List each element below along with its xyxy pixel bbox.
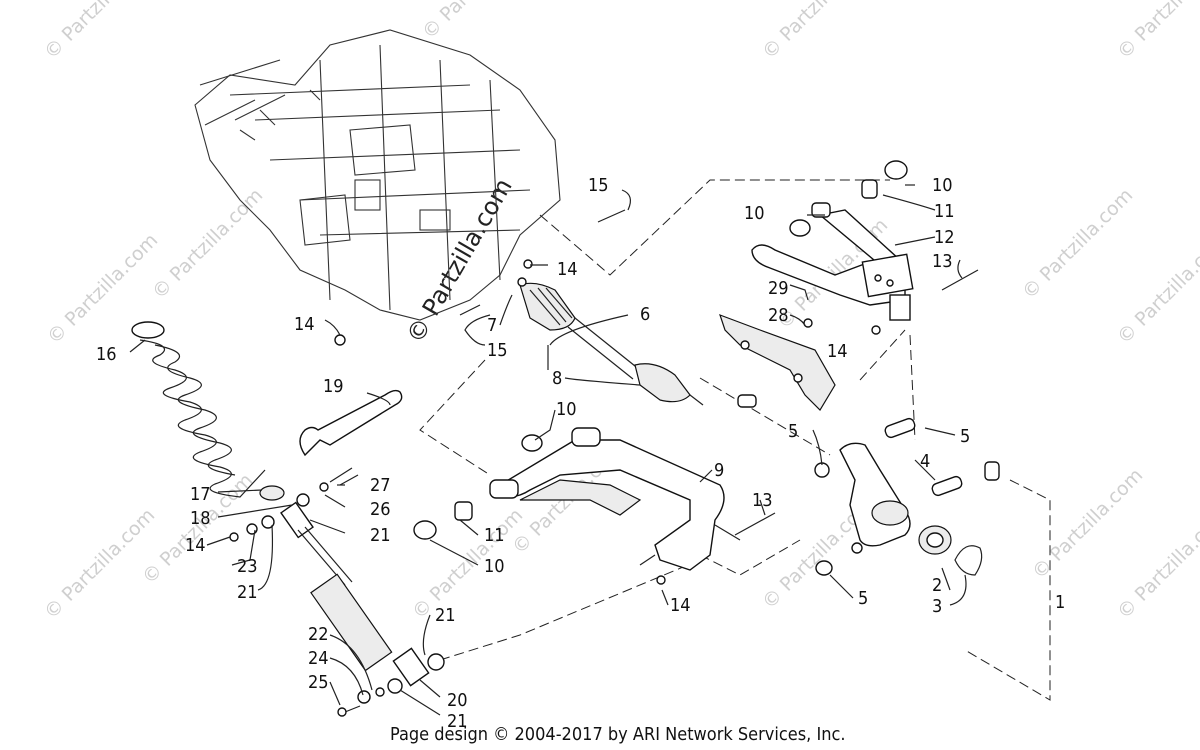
callout-25: 25 — [308, 672, 329, 693]
watermark-text: © Partzilla.com — [1113, 229, 1200, 348]
callout-18: 18 — [190, 508, 211, 529]
watermark-text: © Partzilla.com — [148, 184, 267, 303]
callout-28: 28 — [768, 305, 789, 326]
callout-24: 24 — [308, 648, 329, 669]
callout-10-center: 10 — [556, 399, 577, 420]
callout-21-upper: 21 — [370, 525, 391, 546]
callout-6: 6 — [640, 304, 650, 325]
callout-27: 27 — [370, 475, 391, 496]
callout-21-bottom: 21 — [447, 711, 468, 732]
callout-16: 16 — [96, 344, 117, 365]
spanner-wrench — [299, 389, 403, 457]
knuckle-assembly — [737, 394, 1000, 576]
callout-29: 29 — [768, 278, 789, 299]
callout-2: 2 — [932, 575, 942, 596]
callout-20: 20 — [447, 690, 468, 711]
watermark-text: © Partzilla.com — [758, 0, 877, 64]
callout-23: 23 — [237, 556, 258, 577]
callout-14-left: 14 — [294, 314, 315, 335]
hardware-bolts — [334, 209, 626, 486]
callout-10-bottom: 10 — [484, 556, 505, 577]
callout-leaders — [129, 184, 967, 716]
chassis-frame — [194, 29, 561, 321]
callout-14-shock: 14 — [185, 535, 206, 556]
callout-17: 17 — [190, 484, 211, 505]
callout-4: 4 — [920, 451, 930, 472]
callout-1: 1 — [1055, 592, 1065, 613]
callout-13-bottom: 13 — [752, 490, 773, 511]
watermark-text: © Partzilla.com — [1018, 184, 1137, 303]
watermark-text: © Partzilla.com — [1113, 504, 1200, 623]
shock-absorber — [280, 501, 445, 717]
callout-5-bottom: 5 — [858, 588, 868, 609]
lower-a-arm — [413, 427, 776, 585]
callout-15-top: 15 — [588, 175, 609, 196]
callout-numbers: 1 2 3 4 5 5 5 6 7 8 9 10 10 10 10 11 11 … — [96, 175, 1065, 732]
watermark-text: © Partzilla.com — [1028, 464, 1147, 583]
leader-lines — [419, 179, 1051, 701]
callout-8: 8 — [552, 368, 562, 389]
callout-21-left: 21 — [237, 582, 258, 603]
callout-5-left: 5 — [788, 421, 798, 442]
callout-10-top-left: 10 — [744, 203, 765, 224]
callout-21-mid: 21 — [435, 605, 456, 626]
callout-3: 3 — [932, 596, 942, 617]
watermark-text: © Partzilla.com — [418, 0, 537, 44]
callout-22: 22 — [308, 624, 329, 645]
copyright-footer: Page design © 2004-2017 by ARI Network S… — [390, 724, 846, 745]
callout-14-right: 14 — [827, 341, 848, 362]
watermark-text: © Partzilla.com — [40, 504, 159, 623]
callout-11-bottom: 11 — [484, 525, 505, 546]
callout-10-top-right: 10 — [932, 175, 953, 196]
watermark-text: © Partzilla.com — [40, 0, 159, 64]
coil-spring — [131, 321, 285, 501]
callout-5-right: 5 — [960, 426, 970, 447]
callout-7: 7 — [487, 315, 497, 336]
callout-12: 12 — [934, 227, 955, 248]
watermarks: © Partzilla.com © Partzilla.com © Partzi… — [40, 0, 1200, 624]
callout-26: 26 — [370, 499, 391, 520]
callout-15-bottom: 15 — [487, 340, 508, 361]
watermark-text: © Partzilla.com — [1113, 0, 1200, 64]
callout-14-center: 14 — [557, 259, 578, 280]
callout-14-arm: 14 — [670, 595, 691, 616]
drive-axle — [517, 277, 704, 406]
callout-9: 9 — [714, 460, 724, 481]
upper-a-arm — [751, 160, 979, 335]
watermark-center: © Partzilla.com — [401, 174, 518, 348]
skid-plate — [719, 313, 836, 411]
callout-19: 19 — [323, 376, 344, 397]
callout-13-top: 13 — [932, 251, 953, 272]
callout-11-top: 11 — [934, 201, 955, 222]
